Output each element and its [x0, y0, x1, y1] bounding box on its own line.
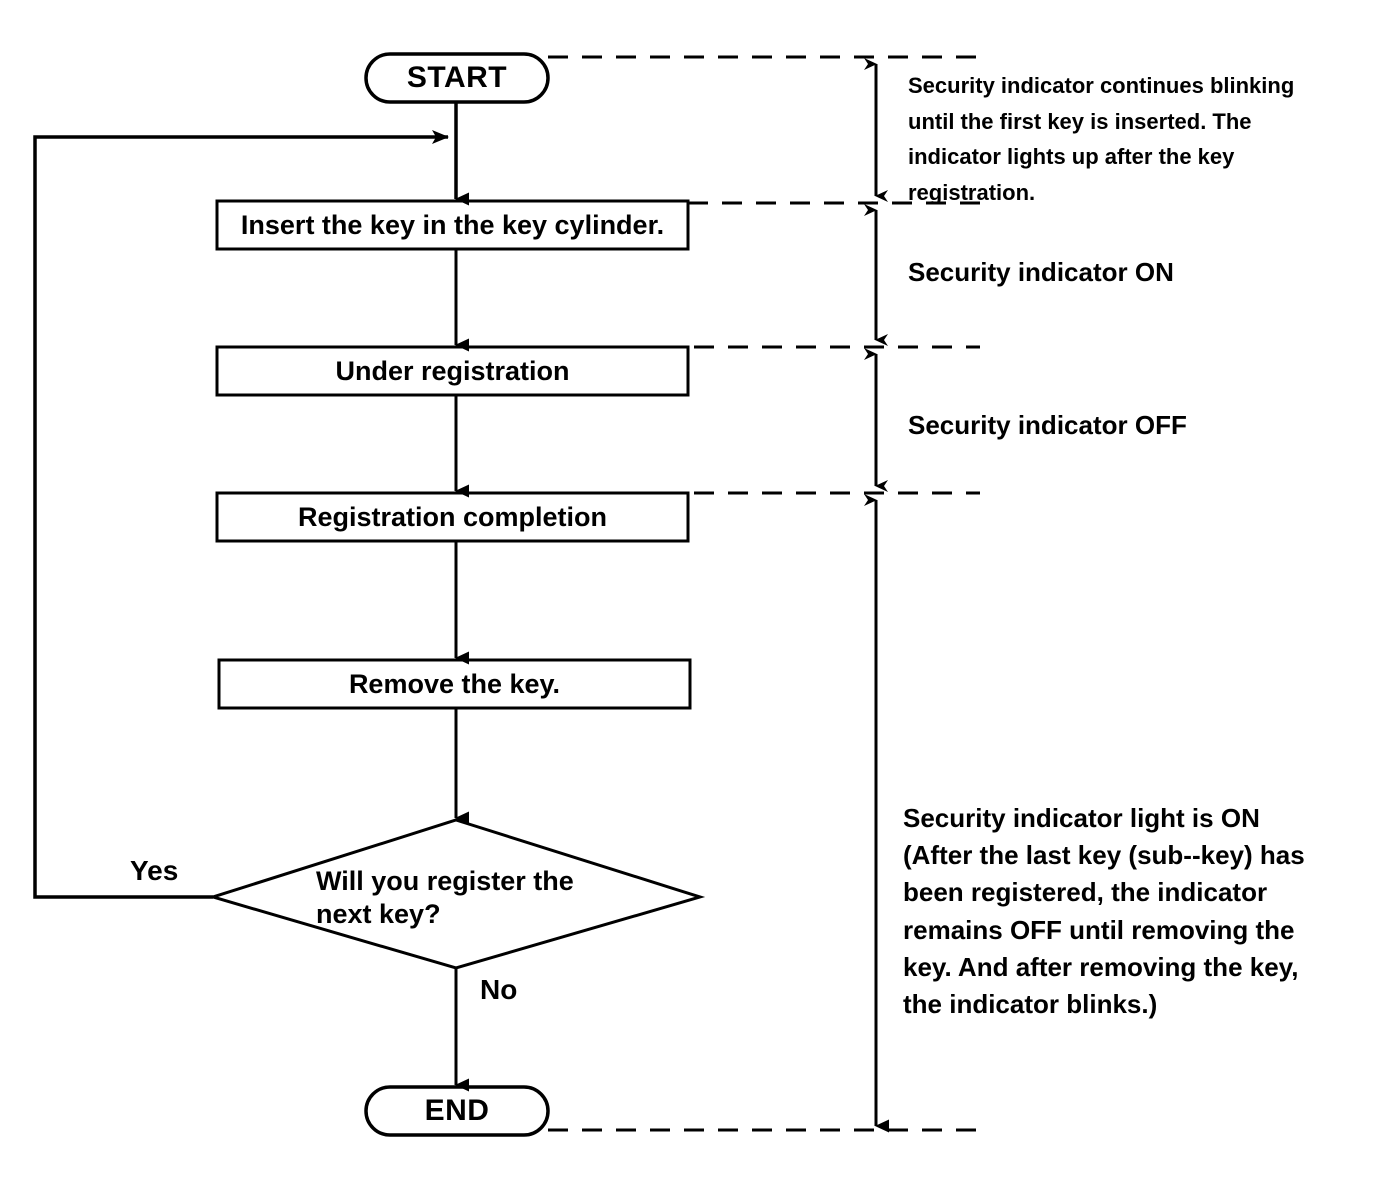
annotation-blinking-note: Security indicator continues blinking un… — [908, 73, 1295, 205]
node-step1-shape — [215, 199, 690, 251]
annotation-final-note: Security indicator light is ON (After th… — [903, 803, 1305, 1019]
node-step2-shape — [215, 345, 690, 397]
node-step3-shape — [215, 491, 690, 543]
node-decision-shape — [207, 818, 706, 970]
connector-decision-yes-loop — [33, 130, 449, 899]
annotation-indicator-on: Security indicator ON — [908, 257, 1174, 287]
annotation-indicator-off: Security indicator OFF — [908, 410, 1187, 440]
branch-label-no: No — [480, 974, 518, 1005]
node-start-shape — [364, 52, 550, 104]
node-step4-shape — [217, 658, 692, 710]
node-end-shape — [364, 1085, 550, 1137]
branch-label-yes: Yes — [130, 855, 179, 886]
